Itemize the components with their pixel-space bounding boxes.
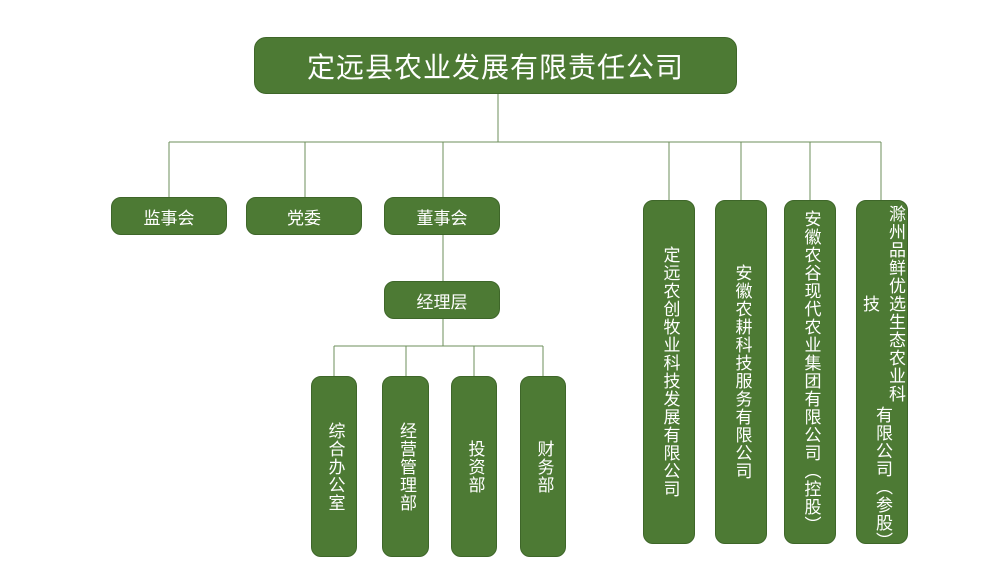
supervisory-board: 监事会	[111, 197, 227, 235]
subsidiary-chuzhou-pinxian: 滁州品鲜优选生态农业科技 有限公司（参股）	[856, 200, 908, 551]
subsidiary-dingyuan-nongchuang: 定远农创牧业科技发展有限公司	[643, 200, 695, 544]
dept-operations-management: 经营管理部	[382, 376, 429, 557]
subsidiary-anhui-nonggeng: 安徽农耕科技服务有限公司	[715, 200, 767, 544]
board-of-directors: 董事会	[384, 197, 500, 235]
subsidiary-chuzhou-pinxian-line2: 有限公司（参股）	[872, 406, 892, 551]
dept-investment: 投资部	[451, 376, 497, 557]
subsidiary-chuzhou-pinxian-line1: 滁州品鲜优选生态农业科技	[859, 204, 905, 403]
dept-finance: 财务部	[520, 376, 566, 557]
subsidiary-anhui-nonggu: 安徽农谷现代农业集团有限公司（控股）	[784, 200, 836, 544]
dept-general-office: 综合办公室	[311, 376, 357, 557]
party-committee: 党委	[246, 197, 362, 235]
company-title: 定远县农业发展有限责任公司	[254, 37, 737, 94]
management-layer: 经理层	[384, 281, 500, 319]
